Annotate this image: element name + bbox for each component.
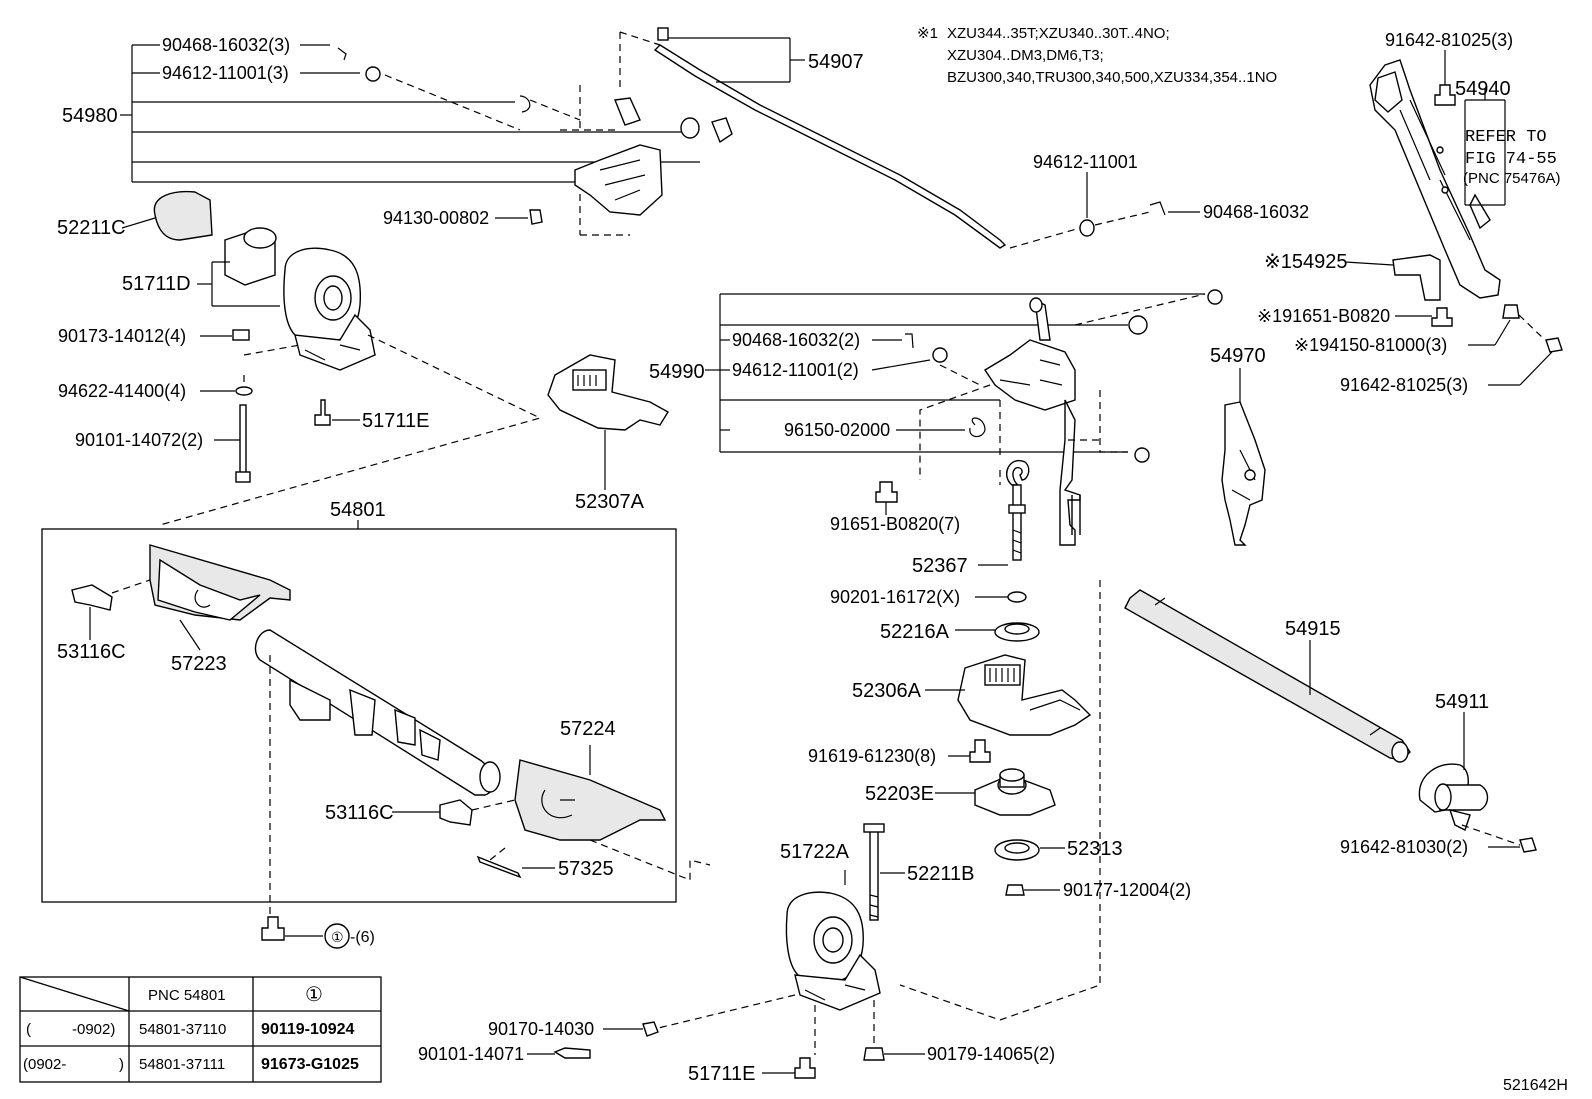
bracket-54990 bbox=[984, 339, 1076, 411]
label-91651-B0820-7: 91651-B0820(7) bbox=[830, 514, 960, 534]
group-54980 bbox=[120, 31, 733, 236]
label-94130-00802: 94130-00802 bbox=[383, 208, 489, 228]
bracket-52307A bbox=[547, 354, 669, 490]
label-51711D: 51711D bbox=[122, 273, 191, 295]
label-94622-41400-4: 94622-41400(4) bbox=[58, 381, 186, 401]
label-54911: 54911 bbox=[1435, 691, 1489, 713]
bracket-52306A bbox=[957, 654, 1092, 736]
nut-90177 bbox=[1005, 884, 1025, 896]
label-90170-14030: 90170-14030 bbox=[488, 1019, 594, 1039]
table-row-2-pnc: 54801-37111 bbox=[139, 1056, 225, 1073]
table-row-2-range-start: (0902- bbox=[23, 1056, 66, 1073]
label-52203E: 52203E bbox=[865, 783, 934, 805]
label-90468-16032-3: 90468-16032(3) bbox=[162, 35, 290, 55]
nut-90173 bbox=[232, 329, 250, 341]
label-90177-12004-2: 90177-12004(2) bbox=[1063, 880, 1191, 900]
label-51711E-top: 51711E bbox=[362, 410, 429, 432]
label-90179-14065-2: 90179-14065(2) bbox=[927, 1044, 1055, 1064]
mount-51711D bbox=[121, 190, 376, 371]
table-row-2-range-end: ) bbox=[119, 1056, 124, 1073]
label-refer-fig: FIG 74-55 bbox=[1465, 150, 1557, 169]
label-52216A: 52216A bbox=[880, 621, 950, 643]
assembly-box-54801 bbox=[41, 528, 677, 903]
circle-1-marker bbox=[324, 923, 350, 949]
table-header-circle: ① bbox=[305, 984, 323, 1006]
label-54990: 54990 bbox=[649, 361, 705, 383]
label-circle-6: -(6) bbox=[350, 929, 375, 946]
label-54970: 54970 bbox=[1210, 345, 1266, 367]
note-line-1: XZU344..35T;XZU340..30T..4NO; bbox=[947, 25, 1170, 42]
label-90101-14071: 90101-14071 bbox=[418, 1044, 524, 1064]
nut-94130 bbox=[529, 209, 543, 225]
table-row-1-range-start: ( bbox=[26, 1021, 31, 1038]
group-54990 bbox=[705, 289, 1223, 546]
crossmember-54801 bbox=[149, 544, 667, 841]
hook-52367 bbox=[994, 459, 1040, 642]
label-91619-61230-8: 91619-61230(8) bbox=[808, 746, 936, 766]
mount-51722A bbox=[785, 823, 905, 1011]
pnc-table bbox=[19, 976, 382, 1083]
label-90468-16032: 90468-16032 bbox=[1203, 202, 1309, 222]
bracket-54980 bbox=[574, 144, 663, 216]
bracket-54970 bbox=[1221, 368, 1266, 546]
bolt-91642-81025-top bbox=[1434, 84, 1456, 106]
label-refer-pnc: (PNC 75476A) bbox=[1463, 170, 1561, 187]
label-91642-81030-2: 91642-81030(2) bbox=[1340, 837, 1468, 857]
label-91642-81025-3-bottom: 91642-81025(3) bbox=[1340, 375, 1468, 395]
table-row-1-pnc: 54801-37110 bbox=[139, 1021, 226, 1038]
label-90173-14012-4: 90173-14012(4) bbox=[58, 326, 186, 346]
label-57325: 57325 bbox=[558, 858, 614, 880]
note-line-3: BZU300,340,TRU300,340,500,XZU334,354..1N… bbox=[947, 69, 1277, 86]
label-57223: 57223 bbox=[171, 653, 227, 675]
label-54925: ※154925 bbox=[1264, 251, 1348, 273]
label-94612-11001-2: 94612-11001(2) bbox=[732, 360, 859, 380]
label-52307A: 52307A bbox=[575, 491, 645, 513]
label-94612-11001: 94612-11001 bbox=[1033, 152, 1138, 172]
label-57224: 57224 bbox=[560, 718, 616, 740]
label-53116C-right: 53116C bbox=[325, 802, 394, 824]
label-54915: 54915 bbox=[1285, 618, 1341, 640]
torsion-bar-54915 bbox=[1124, 589, 1411, 763]
bolt-circle-1 bbox=[261, 916, 285, 941]
label-54940: 54940 bbox=[1455, 78, 1511, 100]
note-mark: ※1 bbox=[917, 25, 938, 42]
label-refer-to: REFER TO bbox=[1465, 128, 1547, 147]
shim-57325 bbox=[476, 855, 522, 879]
plate-54925 bbox=[1392, 254, 1441, 301]
label-54980: 54980 bbox=[62, 105, 118, 127]
label-52313: 52313 bbox=[1067, 838, 1123, 860]
table-header-pnc: PNC 54801 bbox=[148, 987, 226, 1004]
seat-52203E bbox=[974, 768, 1056, 816]
label-53116C-left: 53116C bbox=[57, 641, 126, 663]
arm-54940 bbox=[1369, 50, 1506, 299]
label-52367: 52367 bbox=[912, 555, 968, 577]
label-90468-16032-2: 90468-16032(2) bbox=[732, 330, 860, 350]
label-94612-11001-3: 94612-11001(3) bbox=[162, 63, 289, 83]
note-line-2: XZU304..DM3,DM6,T3; bbox=[947, 47, 1104, 64]
label-91651-B0820-n: ※191651-B0820 bbox=[1257, 306, 1390, 326]
anchor-54911 bbox=[1418, 712, 1489, 831]
circle-1-glyph: ① bbox=[331, 929, 344, 945]
bracket-53116C-left bbox=[71, 584, 113, 611]
bracket-53116C-right bbox=[439, 799, 473, 826]
label-90101-14072-2: 90101-14072(2) bbox=[75, 430, 203, 450]
label-54907: 54907 bbox=[808, 51, 864, 73]
label-90201-16172-X: 90201-16172(X) bbox=[830, 587, 960, 607]
sleeve-52211C bbox=[153, 190, 213, 241]
table-row-1-part: 90119-10924 bbox=[261, 1021, 355, 1038]
rod-54907 bbox=[653, 27, 1007, 249]
label-94150-81000-3: ※194150-81000(3) bbox=[1294, 335, 1447, 355]
label-51722A: 51722A bbox=[780, 841, 850, 863]
label-52211C: 52211C bbox=[57, 217, 126, 239]
figure-id: 521642H bbox=[1503, 1077, 1568, 1094]
label-51711E-bottom: 51711E bbox=[688, 1063, 755, 1085]
table-row-1-range-end: -0902) bbox=[72, 1021, 115, 1038]
label-54801: 54801 bbox=[330, 499, 386, 521]
label-96150-02000: 96150-02000 bbox=[784, 420, 890, 440]
label-52306A: 52306A bbox=[852, 680, 922, 702]
table-row-2-part: 91673-G1025 bbox=[261, 1056, 359, 1073]
label-91642-81025-3-top: 91642-81025(3) bbox=[1385, 30, 1513, 50]
label-52211B: 52211B bbox=[907, 863, 974, 885]
